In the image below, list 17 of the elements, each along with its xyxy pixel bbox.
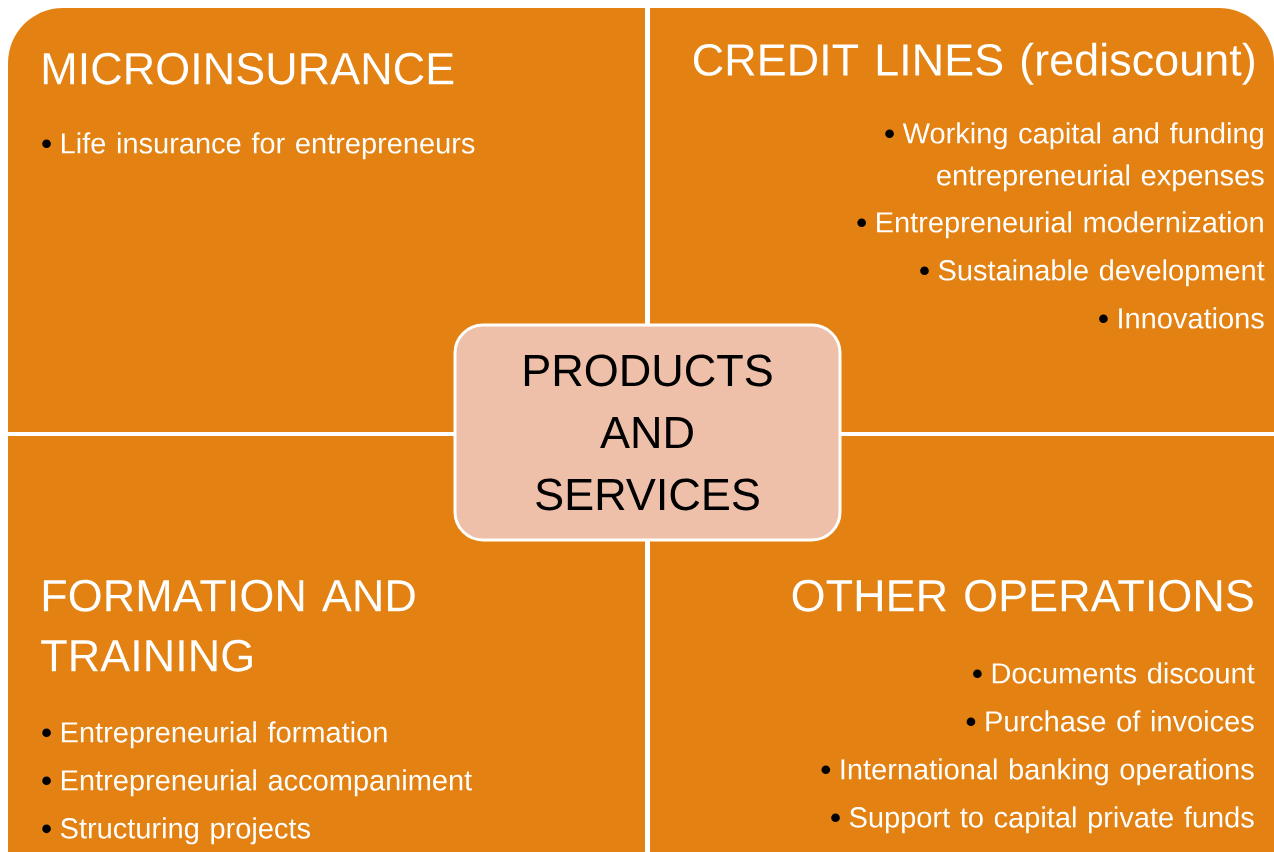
section-heading: OTHER OPERATIONS — [792, 579, 1253, 612]
bullet-item: Entrepreneurial modernization — [857, 211, 1263, 239]
section-heading: FORMATION AND TRAINING — [41, 579, 415, 672]
bullet-item: Structuring projects — [42, 817, 310, 845]
bullet-item: Support to capital private funds — [831, 806, 1254, 834]
bullet-item: Innovations — [1099, 307, 1264, 329]
bullet-item: International banking operations — [821, 758, 1254, 786]
bullet-item: Entrepreneurial accompaniment — [42, 769, 472, 797]
bullet-item: Documents discount — [973, 662, 1255, 684]
bullet-item: Purchase of invoices — [966, 710, 1254, 732]
section-heading: CREDIT LINES (rediscount) — [693, 42, 1254, 85]
bullet-item: Entrepreneurial formation — [42, 721, 387, 749]
section-heading: MICROINSURANCE — [43, 52, 454, 85]
center-box: PRODUCTS AND SERVICES — [453, 323, 842, 542]
bullet-item: Working capital and funding entrepreneurial expenses — [885, 122, 1264, 192]
bullet-item: Life insurance for entrepreneurs — [42, 132, 475, 160]
bullet-item: Sustainable development — [920, 259, 1265, 287]
